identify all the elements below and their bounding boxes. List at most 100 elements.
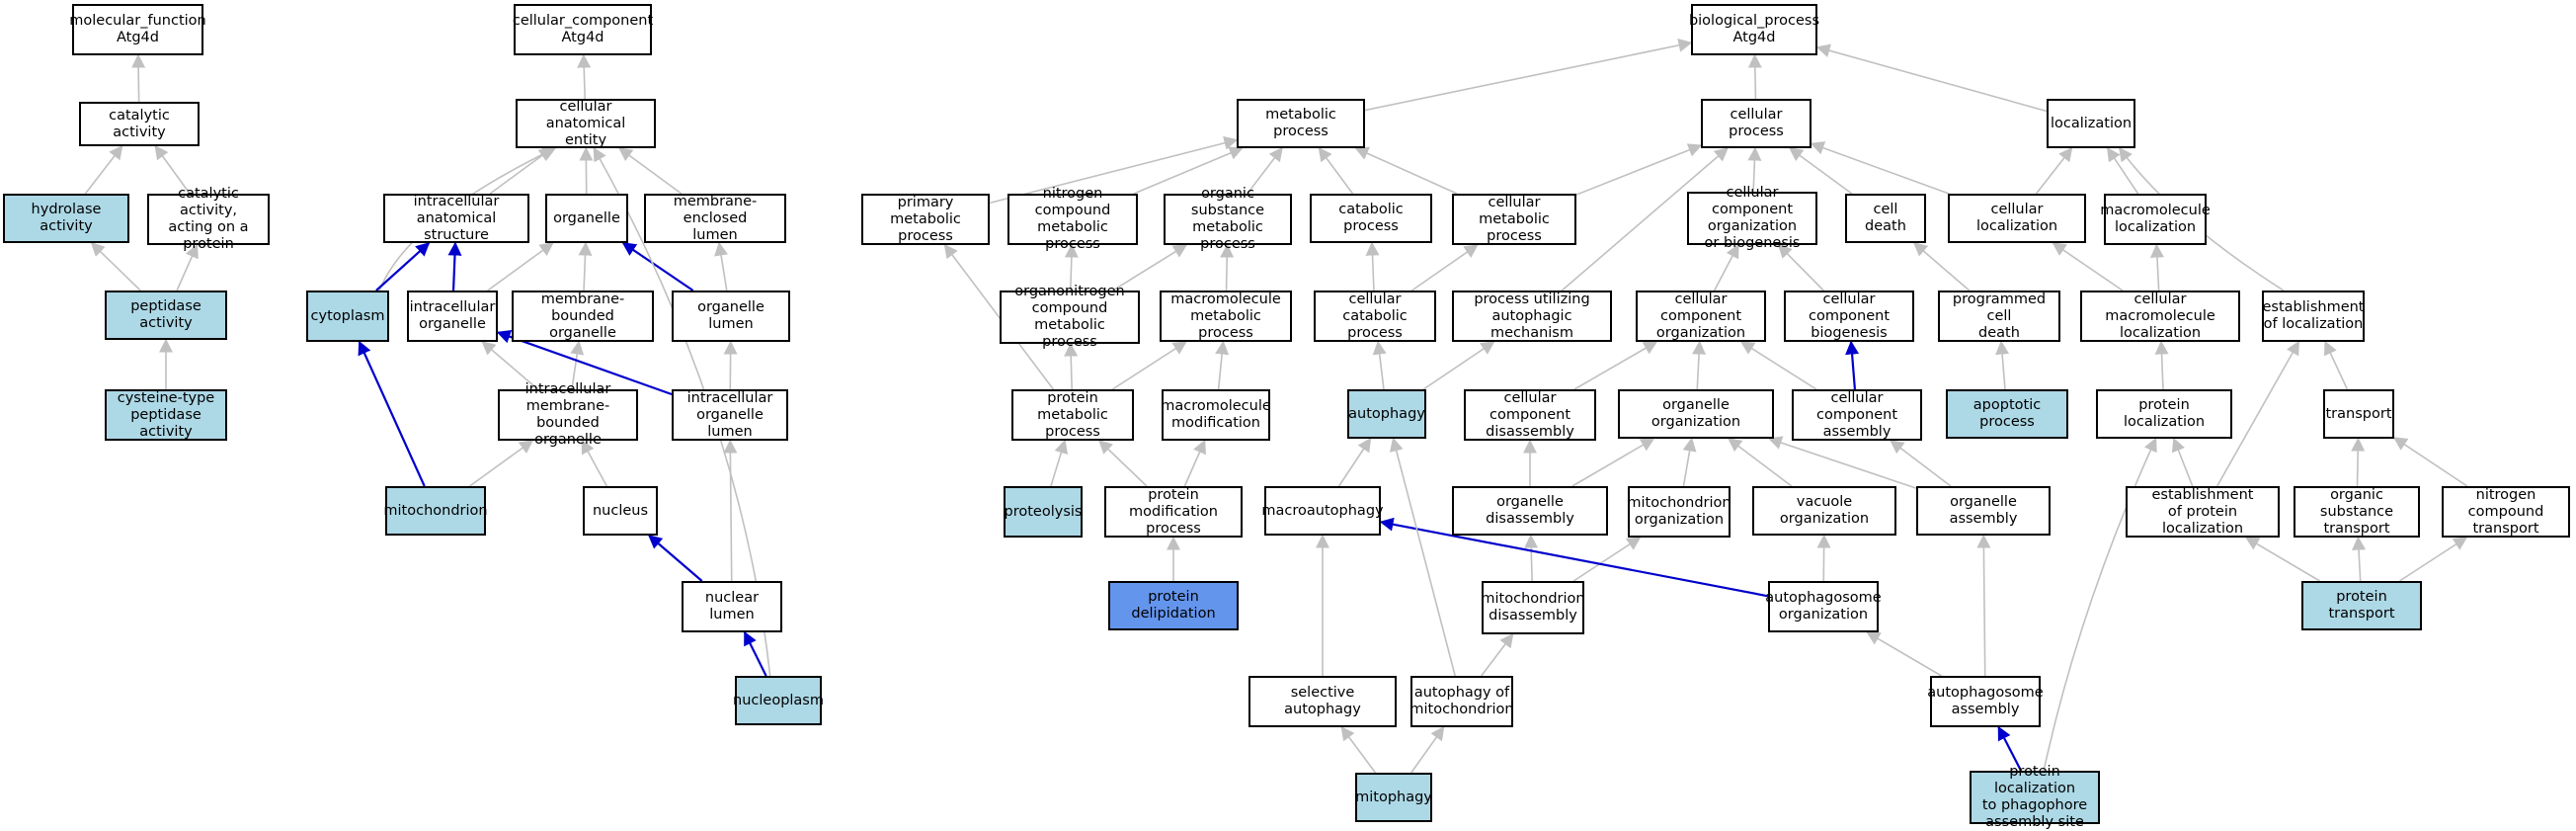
edge-io-to-organelle bbox=[488, 243, 553, 291]
node-protein-localization-to-phagophore-assembly-site[interactable]: protein localization to phagophore assem… bbox=[1970, 771, 2100, 824]
edge-catalytic-to-mf_root bbox=[138, 55, 139, 102]
edge-metabolic-to-bp_root bbox=[1365, 42, 1691, 110]
node-vacuole-organization[interactable]: vacuole organization bbox=[1752, 486, 1896, 536]
node-cellular-component-assembly[interactable]: cellular component assembly bbox=[1792, 389, 1922, 441]
node-cellular-metabolic-process[interactable]: cellular metabolic process bbox=[1452, 194, 1576, 245]
node-intracellular-anatomical-structure[interactable]: intracellular anatomical structure bbox=[383, 194, 529, 243]
node-organelle[interactable]: organelle bbox=[545, 194, 628, 243]
node-organelle-lumen[interactable]: organelle lumen bbox=[672, 291, 790, 342]
node-cellular-localization[interactable]: cellular localization bbox=[1948, 194, 2086, 243]
edge-pmp-to-macro_mod bbox=[1184, 441, 1204, 486]
node-catalytic-activity-acting-on-protein[interactable]: catalytic activity, acting on a protein bbox=[147, 194, 270, 245]
node-protein-delipidation[interactable]: protein delipidation bbox=[1108, 581, 1239, 630]
node-metabolic-process[interactable]: metabolic process bbox=[1237, 99, 1365, 148]
node-organic-substance-metabolic-process[interactable]: organic substance metabolic process bbox=[1164, 194, 1292, 245]
node-macroautophagy[interactable]: macroautophagy bbox=[1264, 486, 1381, 536]
node-mitochondrion-organization[interactable]: mitochondrion organization bbox=[1628, 486, 1731, 538]
edge-cca-to-cco bbox=[1741, 342, 1816, 389]
node-autophagosome-assembly[interactable]: autophagosome assembly bbox=[1930, 676, 2041, 727]
node-molecular-function-root[interactable]: molecular_function Atg4d bbox=[72, 4, 203, 55]
node-cellular-anatomical-entity[interactable]: cellular anatomical entity bbox=[516, 99, 656, 148]
node-cellular-macromolecule-localization[interactable]: cellular macromolecule localization bbox=[2080, 291, 2240, 342]
edge-mbo-to-organelle bbox=[584, 243, 586, 291]
node-programmed-cell-death[interactable]: programmed cell death bbox=[1938, 291, 2060, 342]
node-biological-process-root[interactable]: biological_process Atg4d bbox=[1691, 4, 1817, 55]
edge-macroautophagy-to-autophagy bbox=[1339, 439, 1371, 486]
node-establishment-of-protein-localization[interactable]: establishment of protein localization bbox=[2126, 486, 2280, 538]
node-autophagy-of-mitochondrion[interactable]: autophagy of mitochondrion bbox=[1410, 676, 1513, 727]
edge-hydrolase-to-catalytic bbox=[85, 146, 121, 194]
node-catabolic-process[interactable]: catabolic process bbox=[1310, 194, 1432, 243]
edge-localization-to-bp_root bbox=[1817, 47, 2047, 112]
node-cytoplasm[interactable]: cytoplasm bbox=[306, 291, 389, 342]
node-autophagosome-organization[interactable]: autophagosome organization bbox=[1768, 581, 1879, 632]
edge-cell_cat-to-cell_met bbox=[1411, 245, 1477, 291]
edge-pmp-to-prot_met bbox=[1099, 441, 1147, 486]
node-nuclear-lumen[interactable]: nuclear lumen bbox=[682, 581, 782, 632]
edge-cytoplasm-to-ias bbox=[376, 243, 429, 291]
node-membrane-enclosed-lumen[interactable]: membrane-enclosed lumen bbox=[644, 194, 786, 243]
node-hydrolase-activity[interactable]: hydrolase activity bbox=[3, 194, 129, 243]
node-nucleoplasm[interactable]: nucleoplasm bbox=[735, 676, 822, 725]
node-catalytic-activity[interactable]: catalytic activity bbox=[79, 102, 200, 146]
node-protein-metabolic-process[interactable]: protein metabolic process bbox=[1011, 389, 1134, 441]
edge-nlumen-to-nucleus bbox=[649, 536, 702, 581]
node-localization[interactable]: localization bbox=[2047, 99, 2135, 148]
node-process-utilizing-autophagic-mechanism[interactable]: process utilizing autophagic mechanism bbox=[1452, 291, 1612, 342]
edge-cell_loc-to-localization bbox=[2037, 148, 2072, 194]
node-cellular-component-disassembly[interactable]: cellular component disassembly bbox=[1464, 389, 1596, 441]
edge-nlumen-to-iol bbox=[730, 441, 731, 581]
node-cellular-component-root[interactable]: cellular_component Atg4d bbox=[514, 4, 652, 55]
edge-mitophagy-to-sel_aut bbox=[1341, 727, 1375, 773]
node-organelle-assembly[interactable]: organelle assembly bbox=[1916, 486, 2051, 536]
edge-org_dis-to-org_org bbox=[1572, 439, 1653, 486]
node-nitrogen-compound-metabolic-process[interactable]: nitrogen compound metabolic process bbox=[1007, 194, 1138, 245]
node-transport[interactable]: transport bbox=[2323, 389, 2394, 439]
node-selective-autophagy[interactable]: selective autophagy bbox=[1248, 676, 1397, 727]
node-nucleus[interactable]: nucleus bbox=[583, 486, 658, 536]
edge-mito_dis-to-org_dis bbox=[1531, 536, 1532, 581]
node-intracellular-organelle-lumen[interactable]: intracellular organelle lumen bbox=[672, 389, 788, 441]
edge-cae-to-cc_root bbox=[584, 55, 585, 99]
node-macromolecule-localization[interactable]: macromolecule localization bbox=[2104, 194, 2207, 245]
edge-nct-to-transport bbox=[2394, 438, 2467, 486]
node-organelle-organization[interactable]: organelle organization bbox=[1618, 389, 1774, 439]
node-cellular-component-organization-or-biogenesis[interactable]: cellular component organization or bioge… bbox=[1687, 192, 1817, 245]
node-cellular-component-organization[interactable]: cellular component organization bbox=[1636, 291, 1766, 342]
node-primary-metabolic-process[interactable]: primary metabolic process bbox=[861, 194, 990, 245]
node-cellular-catabolic-process[interactable]: cellular catabolic process bbox=[1314, 291, 1436, 342]
node-protein-modification-process[interactable]: protein modification process bbox=[1104, 486, 1243, 538]
edge-autophagy-to-puam bbox=[1423, 342, 1493, 389]
node-macromolecule-metabolic-process[interactable]: macromolecule metabolic process bbox=[1160, 291, 1292, 342]
node-intracellular-organelle[interactable]: intracellular organelle bbox=[407, 291, 498, 342]
node-membrane-bounded-organelle[interactable]: membrane-bounded organelle bbox=[512, 291, 654, 342]
node-apoptotic-process[interactable]: apoptotic process bbox=[1946, 389, 2068, 439]
edge-prot_transport-to-ost bbox=[2358, 538, 2360, 581]
node-cellular-process[interactable]: cellular process bbox=[1701, 99, 1811, 148]
node-organelle-disassembly[interactable]: organelle disassembly bbox=[1452, 486, 1608, 536]
node-cysteine-type-peptidase-activity[interactable]: cysteine-type peptidase activity bbox=[105, 389, 227, 441]
edge-epl-to-prot_loc bbox=[2174, 439, 2193, 486]
edge-macro_mod-to-macro_met bbox=[1219, 342, 1224, 389]
node-proteolysis[interactable]: proteolysis bbox=[1004, 486, 1083, 538]
edge-ccd-to-cco bbox=[1574, 342, 1656, 389]
edge-aut_mito-to-mito_dis bbox=[1482, 634, 1513, 676]
node-protein-transport[interactable]: protein transport bbox=[2301, 581, 2422, 630]
node-mitophagy[interactable]: mitophagy bbox=[1355, 773, 1432, 822]
node-nitrogen-compound-transport[interactable]: nitrogen compound transport bbox=[2442, 486, 2570, 538]
node-cell-death[interactable]: cell death bbox=[1845, 194, 1926, 243]
node-peptidase-activity[interactable]: peptidase activity bbox=[105, 291, 227, 340]
node-intracellular-membrane-bounded-organelle[interactable]: intracellular membrane-bounded organelle bbox=[498, 389, 638, 441]
node-cellular-component-biogenesis[interactable]: cellular component biogenesis bbox=[1784, 291, 1914, 342]
node-mitochondrion-disassembly[interactable]: mitochondrion disassembly bbox=[1482, 581, 1584, 634]
node-establishment-of-localization[interactable]: establishment of localization bbox=[2262, 291, 2365, 342]
node-macromolecule-modification[interactable]: macromolecule modification bbox=[1162, 389, 1270, 441]
node-organic-substance-transport[interactable]: organic substance transport bbox=[2294, 486, 2420, 538]
node-mitochondrion[interactable]: mitochondrion bbox=[385, 486, 486, 536]
edge-nucleoplasm-to-nlumen bbox=[745, 632, 766, 676]
node-protein-localization[interactable]: protein localization bbox=[2096, 389, 2232, 439]
edge-org_asm-to-cca bbox=[1891, 441, 1951, 486]
node-autophagy[interactable]: autophagy bbox=[1347, 389, 1426, 439]
edge-proteolysis-to-prot_met bbox=[1051, 441, 1065, 486]
node-organonitrogen-compound-metabolic-process[interactable]: organonitrogen compound metabolic proces… bbox=[1000, 291, 1140, 344]
